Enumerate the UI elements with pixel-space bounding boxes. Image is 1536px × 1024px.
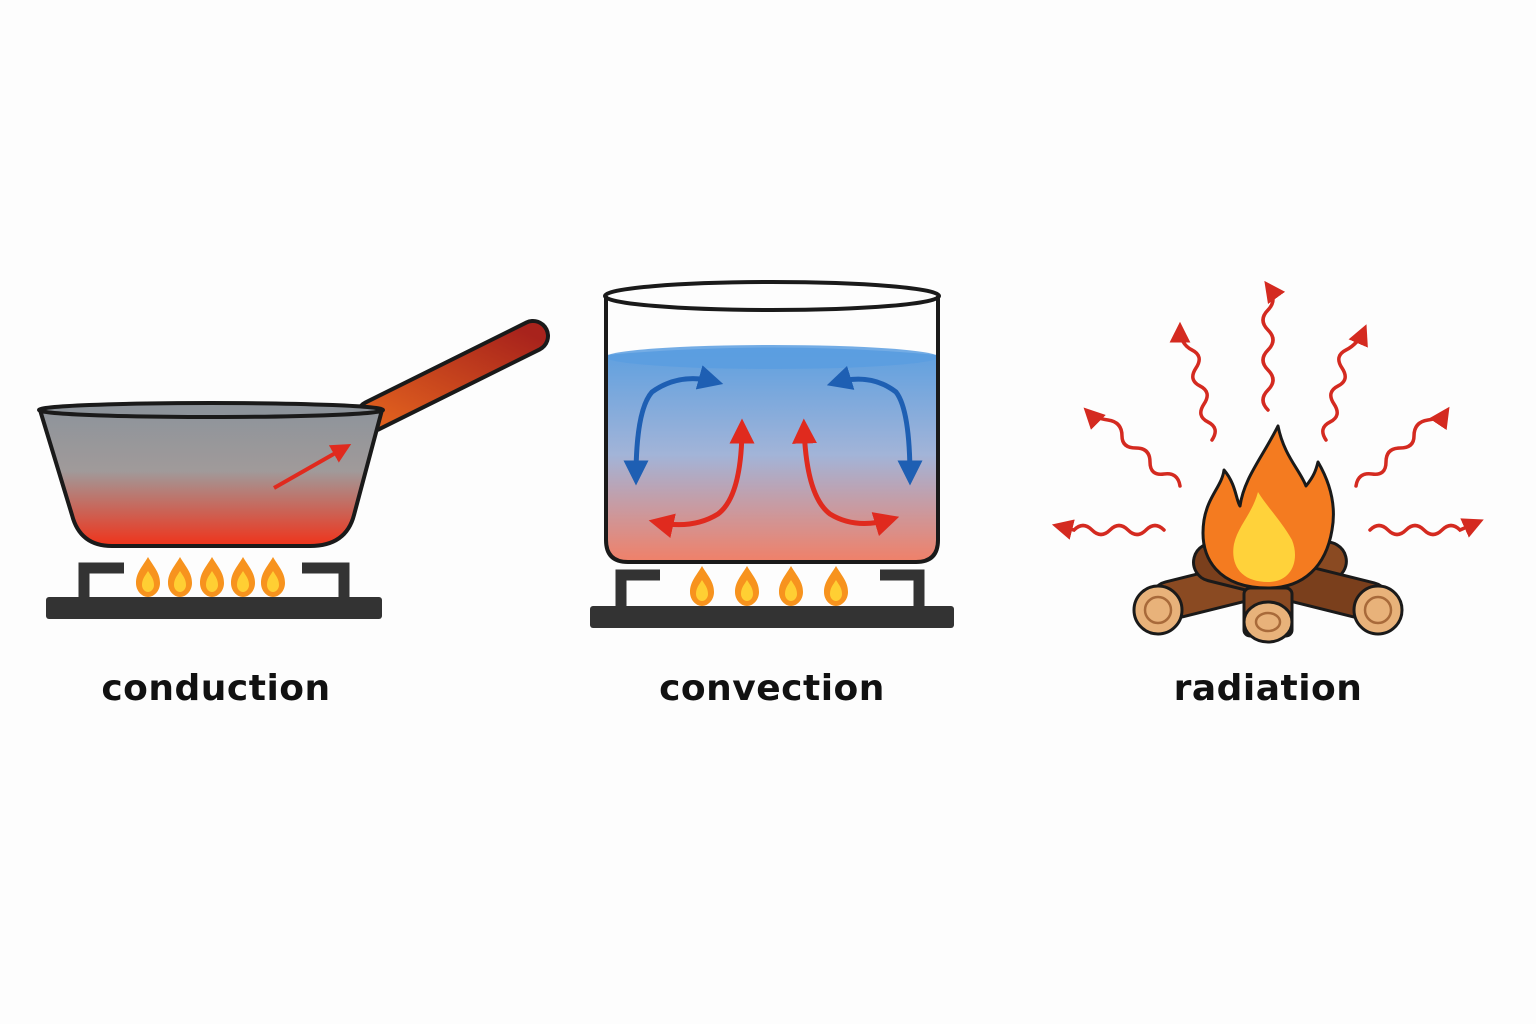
radiation-wave-arrow [1083,407,1182,488]
glass-pot [604,296,940,564]
radiation-wave-arrow [1051,519,1166,540]
heat-flow-arrow [273,444,352,490]
pan-rim [37,401,385,419]
water-surface [606,345,938,369]
radiation-label: radiation [1173,668,1363,709]
pot-rim [603,280,941,312]
radiation-wave-arrow [1261,280,1286,412]
stove-burner-icon [590,569,954,628]
water [606,347,938,562]
frying-pan [38,408,384,548]
burner-flames-icon [690,566,848,606]
burner-flames-icon [136,557,285,597]
warm-current-arrow [648,418,755,538]
radiation-wave-arrow [1354,406,1450,488]
cool-current-arrow [623,365,724,486]
warm-current-arrow [792,418,900,537]
radiation-wave-arrow [1169,321,1217,442]
pan-handle [355,319,550,433]
conduction-label: conduction [101,668,331,709]
conduction-illustration [37,319,550,619]
campfire-flame-icon [1201,424,1335,590]
radiation-wave-arrow [1321,324,1368,442]
convection-illustration [590,280,954,628]
convection-label: convection [659,668,885,709]
radiation-wave-arrows [1051,280,1484,540]
radiation-wave-arrow [1368,518,1484,538]
radiation-illustration [1051,280,1484,644]
stove-burner-icon [46,562,382,619]
cool-current-arrow [826,365,923,486]
